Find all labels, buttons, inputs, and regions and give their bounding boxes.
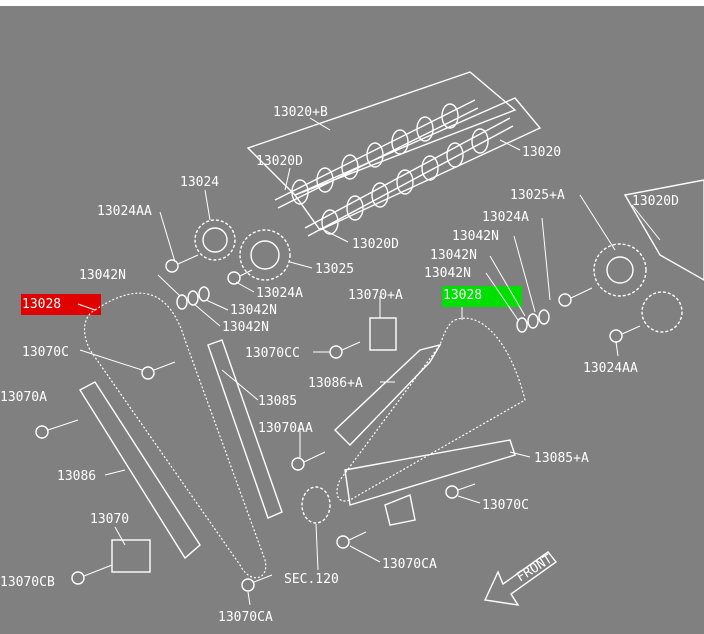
camshaft-intake bbox=[274, 99, 479, 209]
label-13024aa-right[interactable]: 13024AA bbox=[583, 361, 638, 376]
label-13070c-left[interactable]: 13070C bbox=[22, 345, 69, 360]
label-sec-120[interactable]: SEC.120 bbox=[284, 572, 339, 587]
bolt-13024a-right bbox=[558, 287, 593, 307]
label-13070-a[interactable]: 13070+A bbox=[348, 288, 403, 303]
label-13024[interactable]: 13024 bbox=[180, 175, 219, 190]
label-front: FRONT bbox=[514, 552, 555, 586]
label-13086-a[interactable]: 13086+A bbox=[308, 376, 363, 391]
bolt-13024a-left bbox=[227, 269, 253, 285]
o-ring-left-3 bbox=[198, 286, 210, 302]
bolt-13070c-right bbox=[445, 483, 476, 499]
tensioner-13070 bbox=[111, 539, 151, 573]
camshaft-frame-right bbox=[293, 97, 542, 231]
label-13042n-right-1[interactable]: 13042N bbox=[452, 229, 499, 244]
label-13070aa[interactable]: 13070AA bbox=[258, 421, 313, 436]
label-13085-a[interactable]: 13085+A bbox=[534, 451, 589, 466]
bolt-13070ca-right bbox=[336, 531, 367, 549]
bolt-13070aa bbox=[291, 451, 326, 471]
o-ring-left-1 bbox=[176, 294, 188, 310]
leader-lines bbox=[77, 117, 661, 606]
label-13025-a[interactable]: 13025+A bbox=[510, 188, 565, 203]
sprocket-13025 bbox=[239, 229, 291, 281]
label-13020-b[interactable]: 13020+B bbox=[273, 105, 328, 120]
camshaft-frame-right-bank bbox=[623, 179, 704, 281]
label-13024a-left[interactable]: 13024A bbox=[256, 286, 303, 301]
label-13028-red[interactable]: 13028 bbox=[22, 297, 61, 312]
bolt-13070cc bbox=[329, 341, 361, 359]
bolt-13024aa-left bbox=[165, 254, 199, 273]
crank-sprocket bbox=[301, 486, 331, 524]
front-arrow-icon bbox=[483, 551, 558, 606]
camshaft-exhaust bbox=[304, 117, 514, 237]
tensioner-13070c-right bbox=[384, 494, 416, 526]
label-13024aa-left[interactable]: 13024AA bbox=[97, 204, 152, 219]
label-13042n-left-1[interactable]: 13042N bbox=[79, 268, 126, 283]
timing-chain-right bbox=[336, 317, 526, 502]
bolt-13070c bbox=[141, 361, 176, 380]
highlight-red-13028[interactable] bbox=[21, 294, 101, 315]
bolt-13070cb bbox=[71, 564, 113, 585]
tensioner-13070-a bbox=[369, 317, 397, 351]
sprocket-13025-a bbox=[593, 243, 647, 297]
label-13042n-left-2[interactable]: 13042N bbox=[230, 303, 277, 318]
chain-guide-13085-a bbox=[344, 439, 516, 506]
sprocket-13024 bbox=[194, 219, 236, 261]
label-13020d-right[interactable]: 13020D bbox=[632, 194, 679, 209]
label-13028-green[interactable]: 13028 bbox=[443, 288, 482, 303]
timing-chain-left bbox=[83, 292, 267, 579]
camshaft-frame-left bbox=[246, 71, 517, 196]
highlight-green-13028[interactable] bbox=[442, 286, 522, 307]
label-13042n-right-3[interactable]: 13042N bbox=[424, 266, 471, 281]
label-13020d-mid[interactable]: 13020D bbox=[352, 237, 399, 252]
label-13025[interactable]: 13025 bbox=[315, 262, 354, 277]
bolt-13024aa-right bbox=[609, 325, 641, 343]
o-ring-right-2 bbox=[527, 313, 539, 329]
label-13085[interactable]: 13085 bbox=[258, 394, 297, 409]
label-13024a-right[interactable]: 13024A bbox=[482, 210, 529, 225]
label-13042n-right-2[interactable]: 13042N bbox=[430, 248, 477, 263]
label-13086[interactable]: 13086 bbox=[57, 469, 96, 484]
o-ring-left-2 bbox=[187, 290, 199, 306]
sprocket-13024aa-right bbox=[641, 291, 683, 333]
label-13070ca-left[interactable]: 13070CA bbox=[218, 610, 273, 625]
label-13070c-right[interactable]: 13070C bbox=[482, 498, 529, 513]
label-13070ca-right[interactable]: 13070CA bbox=[382, 557, 437, 572]
bolt-13070ca-left bbox=[241, 574, 273, 592]
chain-guide-13085 bbox=[207, 339, 283, 519]
o-ring-right-1 bbox=[516, 317, 528, 333]
label-13070cb[interactable]: 13070CB bbox=[0, 575, 55, 590]
top-border bbox=[0, 0, 704, 6]
label-13020[interactable]: 13020 bbox=[522, 145, 561, 160]
chain-guide-13086 bbox=[79, 381, 201, 560]
bolt-13070a bbox=[35, 419, 79, 439]
label-13070[interactable]: 13070 bbox=[90, 512, 129, 527]
label-13042n-left-3[interactable]: 13042N bbox=[222, 320, 269, 335]
label-13070cc[interactable]: 13070CC bbox=[245, 346, 300, 361]
chain-guide-13086-a bbox=[333, 343, 442, 446]
label-13020d-top[interactable]: 13020D bbox=[256, 154, 303, 169]
label-13070a[interactable]: 13070A bbox=[0, 390, 47, 405]
o-ring-right-3 bbox=[538, 309, 550, 325]
